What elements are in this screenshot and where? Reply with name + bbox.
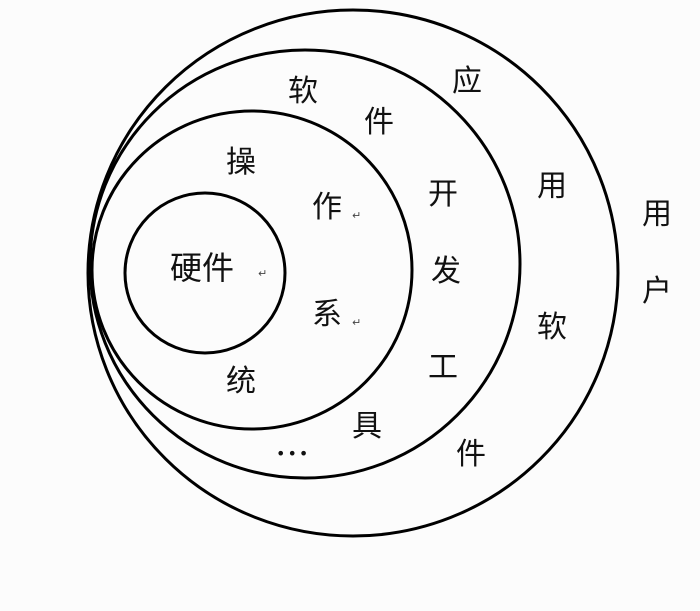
devtools-char-3: 开	[428, 177, 458, 212]
devtools-char-2: 件	[364, 105, 394, 140]
devtools-ellipsis: •••	[276, 444, 311, 463]
os-char-4: 统	[226, 364, 256, 399]
application-software-circle	[86, 8, 620, 538]
devtools-char-6: 具	[352, 409, 382, 444]
os-char-1: 操	[226, 145, 256, 180]
operating-system-circle	[90, 109, 414, 431]
paragraph-mark: ↵	[352, 316, 362, 329]
app-char-1: 应	[452, 64, 482, 99]
app-char-2: 用	[537, 169, 567, 204]
software-dev-tools-circle	[88, 48, 522, 480]
app-char-3: 软	[537, 310, 567, 345]
paragraph-mark: ↵	[352, 209, 362, 222]
devtools-char-1: 软	[288, 74, 318, 109]
hardware-circle	[123, 191, 287, 355]
app-char-4: 件	[456, 437, 486, 472]
devtools-char-5: 工	[428, 350, 458, 385]
user-char-2: 户	[642, 274, 672, 309]
os-char-2: 作	[312, 190, 342, 225]
paragraph-mark: ↵	[258, 267, 268, 280]
devtools-char-4: 发	[431, 254, 461, 289]
user-char-1: 用	[642, 197, 672, 232]
os-char-3: 系	[312, 297, 342, 332]
hardware-label: 硬件	[170, 249, 235, 287]
